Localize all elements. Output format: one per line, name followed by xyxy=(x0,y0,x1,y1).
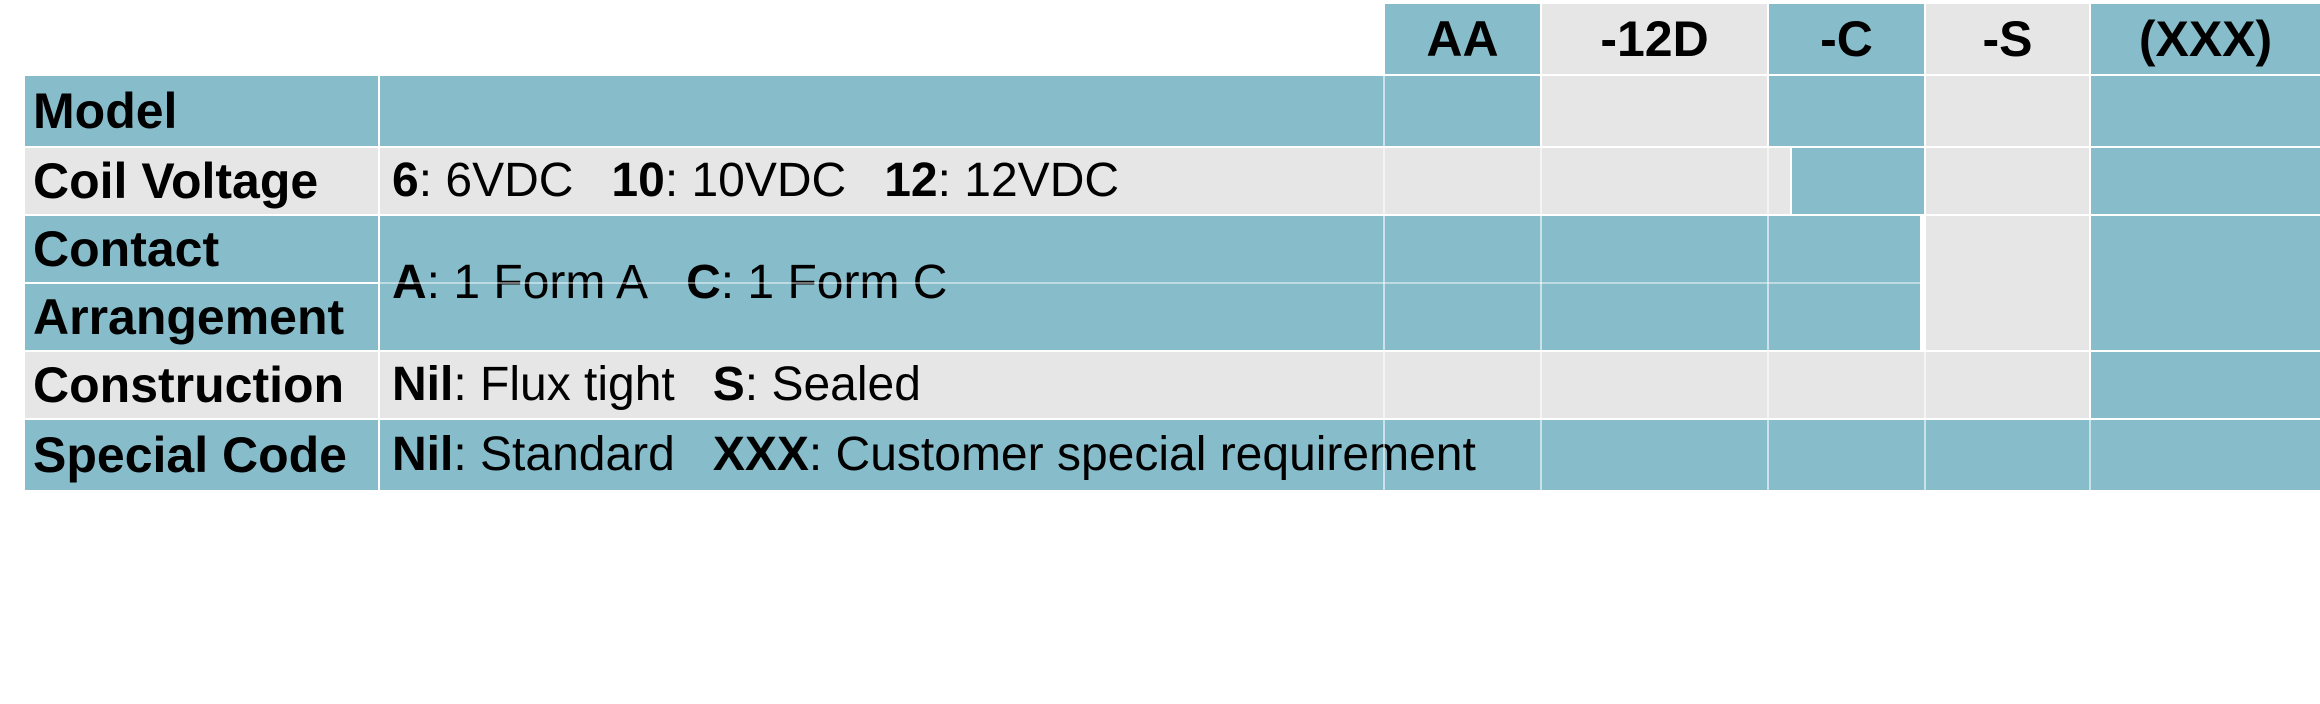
row-label-construction: Construction xyxy=(25,352,378,418)
row-value-construction: Nil: Flux tight S: Sealed xyxy=(380,352,2089,418)
row-value-model xyxy=(380,76,1540,146)
header-code-aa: AA xyxy=(1385,4,1540,74)
header-code-s: -S xyxy=(1926,4,2089,74)
row-contact-col-s xyxy=(1926,216,2089,350)
row-label-contact-arrangement-line1: Contact xyxy=(25,216,378,282)
row-model-col-c xyxy=(1769,76,1924,146)
option-special-xxx: XXX: Customer special requirement xyxy=(712,428,1476,481)
header-code-c: -C xyxy=(1769,4,1924,74)
row-label-contact-arrangement-line2: Arrangement xyxy=(25,284,378,350)
option-special-nil: Nil: Standard xyxy=(392,428,675,481)
header-code-xxx: (XXX) xyxy=(2091,4,2320,74)
contact-label-separator xyxy=(25,282,378,284)
option-construction-s: S: Sealed xyxy=(712,358,921,411)
header-code-12d: -12D xyxy=(1542,4,1767,74)
option-contact-c: C: 1 Form C xyxy=(686,256,948,309)
col-separator-aa-left xyxy=(1383,4,1385,490)
col-separator-s-right xyxy=(2089,4,2091,490)
row-coil-col-c xyxy=(1792,148,1924,214)
option-coil-12: 12: 12VDC xyxy=(884,154,1120,207)
col-separator-c-right xyxy=(1924,4,1926,490)
col-separator-12d-right xyxy=(1767,4,1769,490)
row-model-col-12d xyxy=(1542,76,1767,146)
row-coil-col-s xyxy=(1926,148,2089,214)
row-model-col-xxx xyxy=(2091,76,2320,146)
row-value-coil-voltage: 6: 6VDC 10: 10VDC 12: 12VDC xyxy=(380,148,1790,214)
option-construction-nil: Nil: Flux tight xyxy=(392,358,675,411)
row-label-coil-voltage: Coil Voltage xyxy=(25,148,378,214)
row-construction-col-xxx xyxy=(2091,352,2320,418)
option-coil-10: 10: 10VDC xyxy=(611,154,847,207)
row-contact-col-xxx xyxy=(2091,216,2320,350)
col-separator-label xyxy=(378,76,380,490)
row-value-contact-arrangement: A: 1 Form A C: 1 Form C xyxy=(380,216,1920,350)
row-coil-col-xxx xyxy=(2091,148,2320,214)
option-coil-6: 6: 6VDC xyxy=(392,154,574,207)
row-label-special-code: Special Code xyxy=(25,420,378,490)
row-value-special-code: Nil: Standard XXX: Customer special requ… xyxy=(380,420,2320,490)
row-model-col-s xyxy=(1926,76,2089,146)
col-separator-aa-right xyxy=(1540,4,1542,490)
option-contact-a: A: 1 Form A xyxy=(392,256,649,309)
contact-block-separator xyxy=(380,282,1920,284)
row-label-model: Model xyxy=(25,76,378,146)
